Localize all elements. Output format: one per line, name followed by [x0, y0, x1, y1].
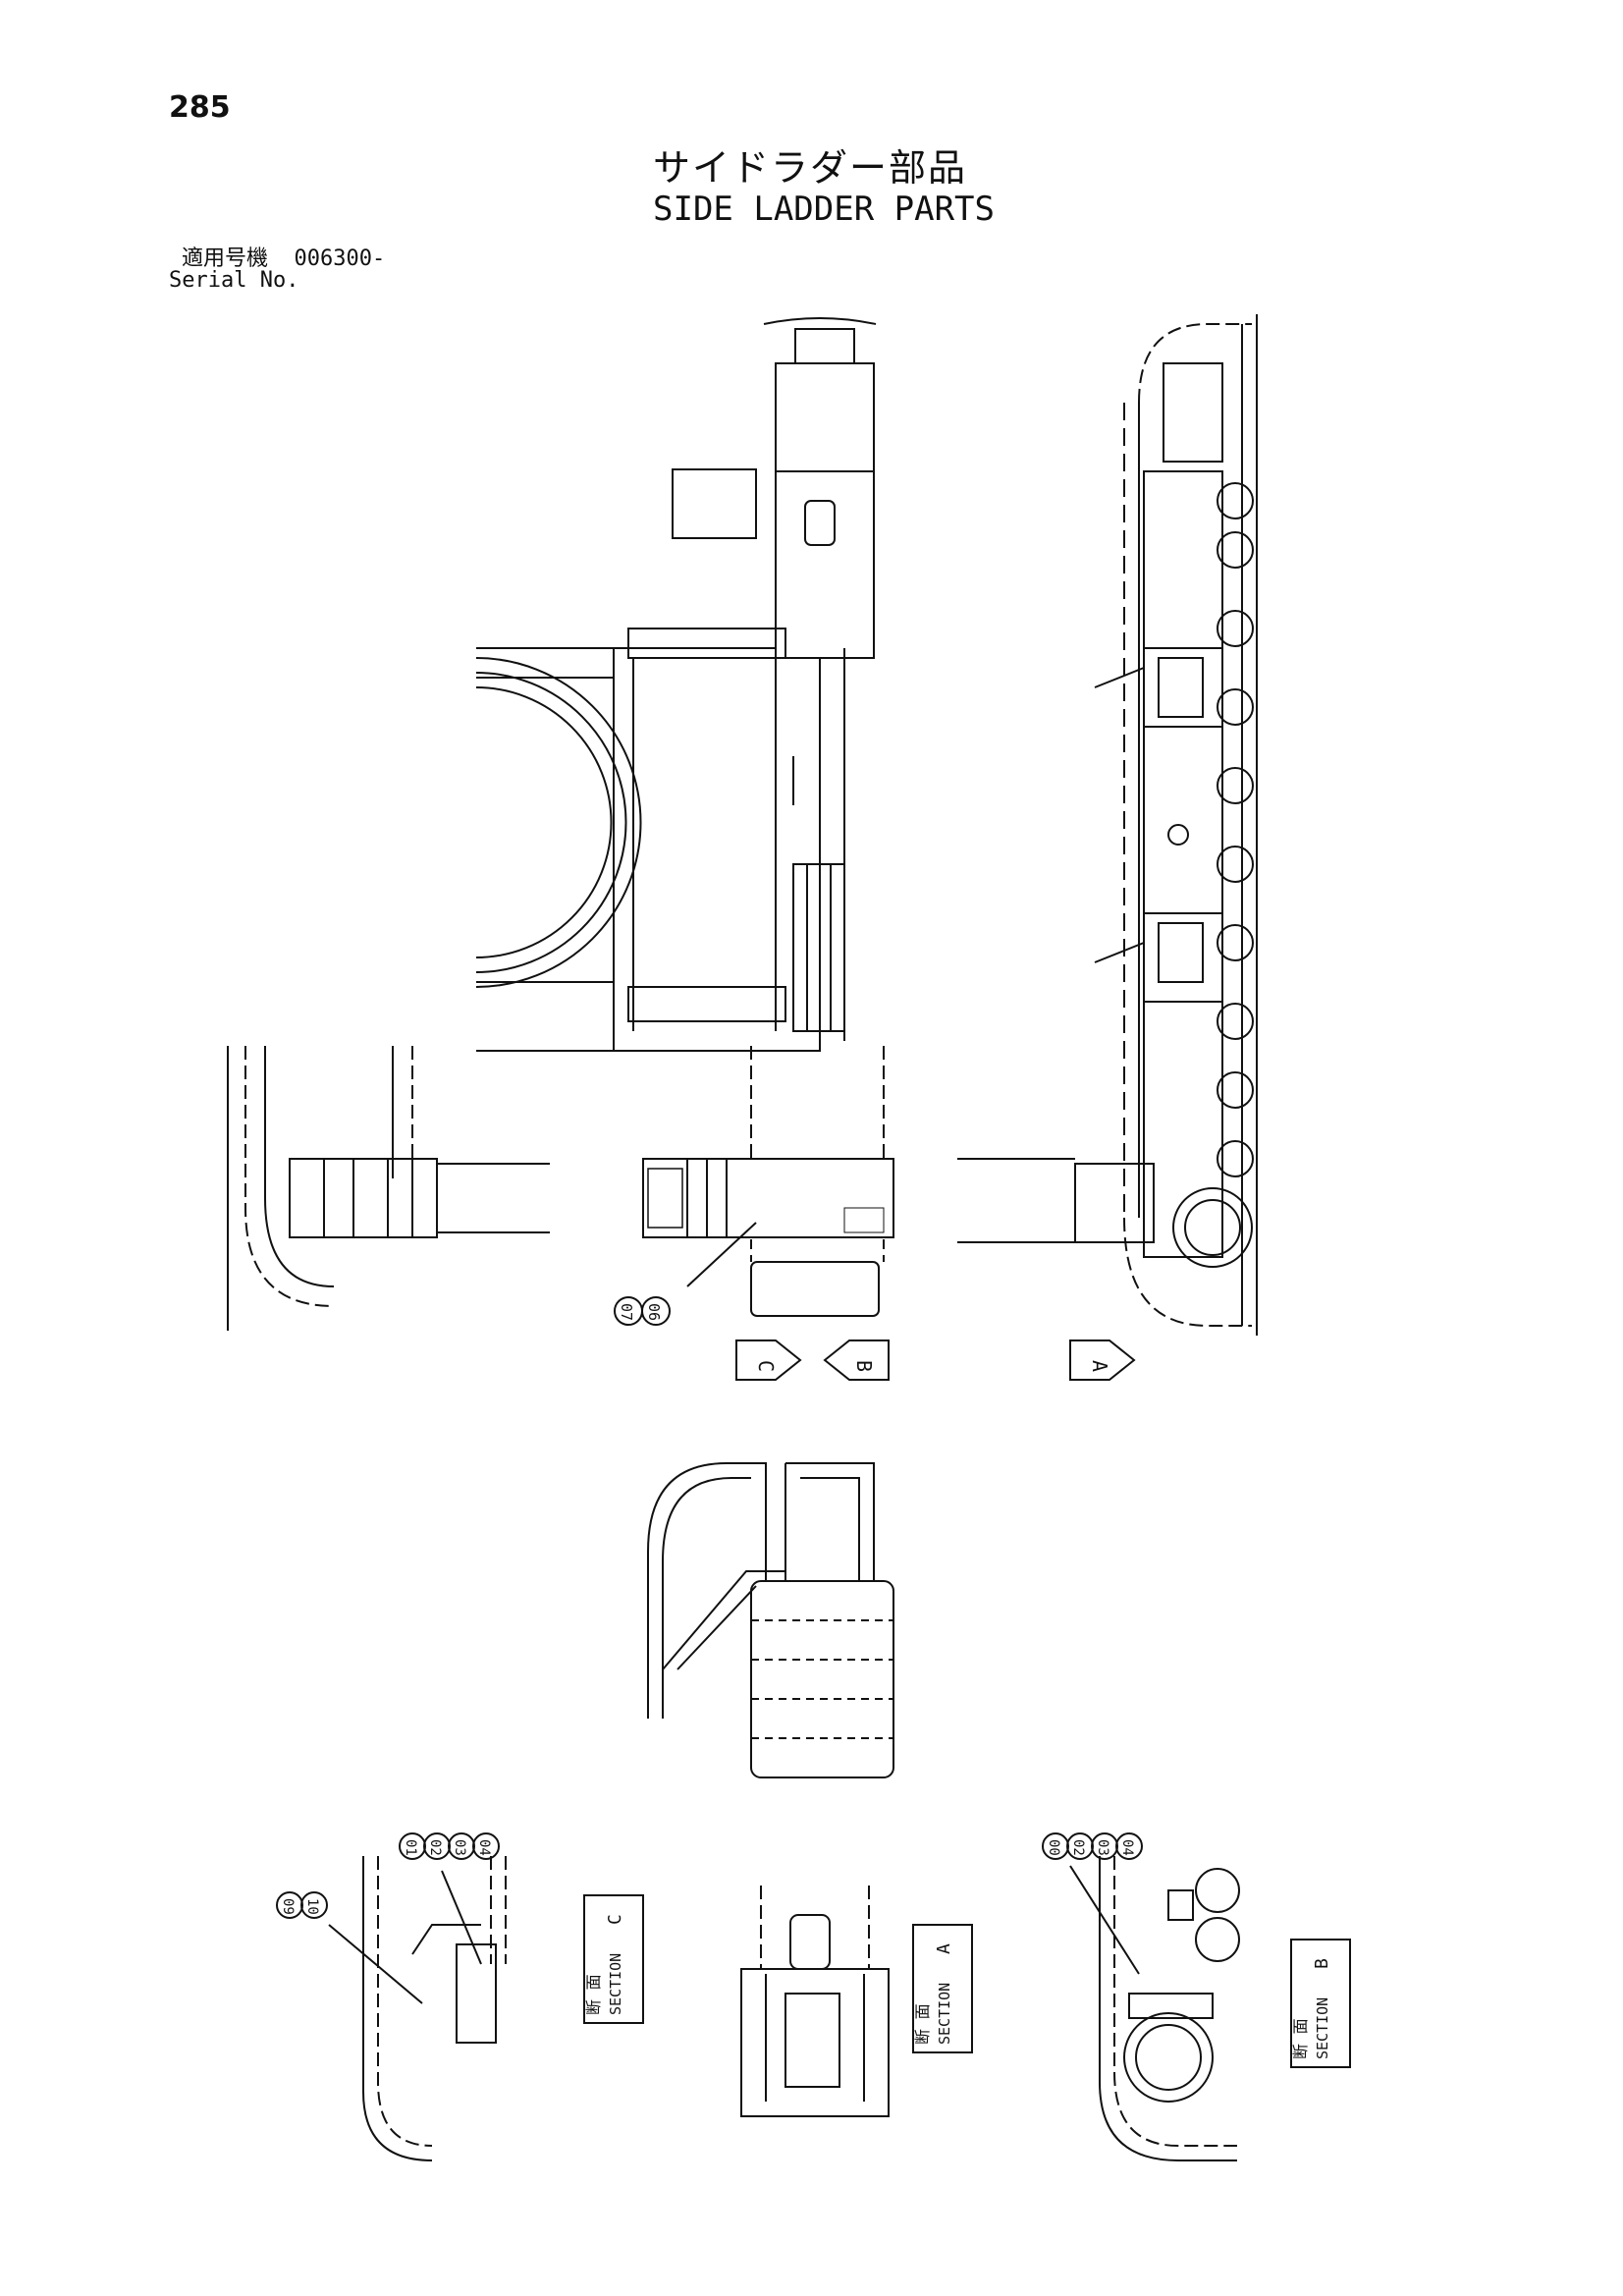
section-b-letter: B	[1312, 1958, 1332, 1969]
section-b-en: SECTION	[1314, 1997, 1331, 2059]
section-labels: 断 面 SECTION C 断 面 SECTION A 断 面 SECTION …	[584, 1914, 1332, 2059]
crawler-track-side-view	[957, 314, 1258, 1336]
page-number: 285	[169, 90, 231, 125]
callout-03: 03	[452, 1839, 467, 1856]
callout-09: 09	[280, 1898, 296, 1915]
view-arrow-c: C	[754, 1360, 778, 1372]
section-a-en: SECTION	[936, 1983, 953, 2045]
callout-02b: 02	[1070, 1839, 1086, 1856]
callout-04: 04	[476, 1839, 492, 1856]
title-english: SIDE LADDER PARTS	[653, 190, 995, 229]
section-a-jp: 断 面	[913, 2003, 932, 2045]
serial-value: 006300-	[294, 246, 386, 271]
section-c-en: SECTION	[607, 1953, 624, 2015]
callout-02: 02	[427, 1839, 443, 1856]
section-a-view	[740, 1886, 973, 2117]
section-c-view: 01 02 03 04 09 10	[276, 1832, 644, 2161]
callout-03b: 03	[1095, 1839, 1110, 1856]
view-arrows: C B A	[735, 1339, 1136, 1381]
callout-10: 10	[304, 1898, 320, 1915]
section-c-letter: C	[605, 1914, 625, 1925]
callout-01: 01	[403, 1839, 418, 1856]
center-ladder-view: 07 06	[614, 1046, 894, 1326]
serial-label-jp: 適用号機	[182, 246, 269, 271]
serial-label-en: Serial No.	[169, 268, 299, 293]
section-c-jp: 断 面	[584, 1974, 603, 2015]
title-japanese: サイドラダー部品	[653, 146, 968, 190]
top-view-frame	[475, 317, 877, 1052]
section-b-view: 00 02 03 04	[1042, 1832, 1351, 2161]
callout-group-main: 07 06	[614, 1296, 671, 1326]
callout-00: 00	[1046, 1839, 1061, 1856]
left-ladder-view	[227, 1046, 550, 1331]
track-rollers	[1172, 482, 1254, 1268]
callout-04b: 04	[1119, 1839, 1135, 1856]
stairs-view	[647, 1462, 894, 1778]
view-arrow-b: B	[852, 1360, 876, 1372]
serial-line: 適用号機 006300-	[182, 241, 385, 272]
callout-06: 06	[645, 1303, 663, 1321]
view-arrow-a: A	[1088, 1360, 1111, 1372]
section-a-letter: A	[934, 1943, 954, 1954]
callout-07: 07	[618, 1303, 635, 1321]
section-b-jp: 断 面	[1291, 2018, 1310, 2059]
